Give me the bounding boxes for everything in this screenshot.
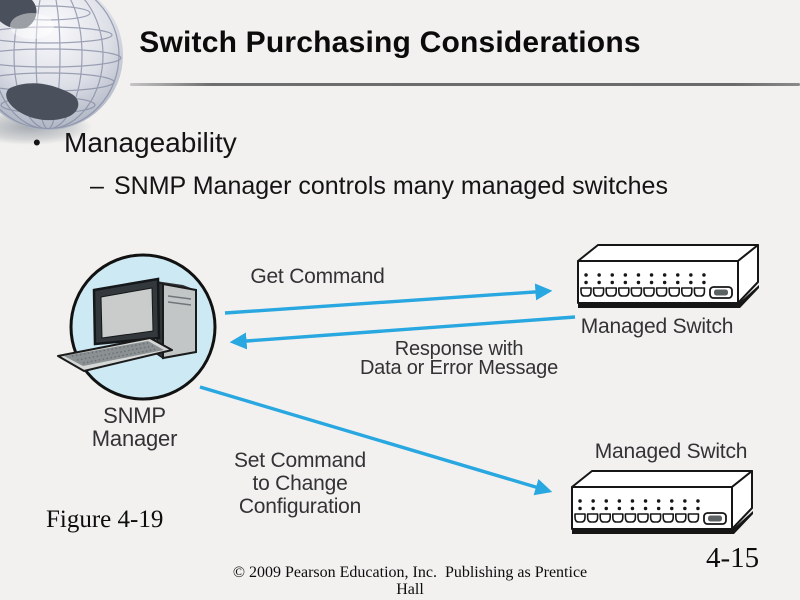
page-number: 4-15: [706, 542, 760, 574]
bullet-item-snmp-manager: – SNMP Manager controls many managed swi…: [90, 172, 668, 201]
arrow-set-command: [199, 385, 553, 496]
bullet-item-manageability: • Manageability: [33, 127, 237, 159]
label-response: Response with Data or Error Message: [359, 338, 559, 379]
managed-switch-top-icon: [578, 245, 759, 308]
label-snmp-manager: SNMP Manager: [91, 403, 178, 451]
bullet-text: SNMP Manager controls many managed switc…: [114, 172, 668, 200]
label-managed-switch-top: Managed Switch: [580, 315, 734, 338]
title-divider: [130, 83, 800, 86]
page-title: Switch Purchasing Considerations: [139, 26, 641, 59]
footer-copyright: © 2009 Pearson Education, Inc. Publishin…: [232, 564, 588, 598]
managed-switch-bottom-icon: [572, 471, 753, 534]
arrow-response: [229, 315, 576, 350]
snmp-manager-icon: [57, 253, 217, 401]
computer-icon: [57, 277, 197, 372]
figure-caption: Figure 4-19: [46, 506, 164, 533]
label-set-command: Set Command to Change Configuration: [233, 449, 367, 518]
globe-icon: [0, 0, 123, 145]
bullet-text: Manageability: [64, 127, 237, 158]
label-get-command: Get Command: [250, 265, 385, 288]
arrow-get-command: [224, 283, 553, 315]
bullet-marker: –: [90, 172, 104, 200]
bullet-marker: •: [33, 130, 41, 155]
snmp-diagram: [57, 230, 800, 550]
label-managed-switch-bottom: Managed Switch: [594, 440, 748, 463]
